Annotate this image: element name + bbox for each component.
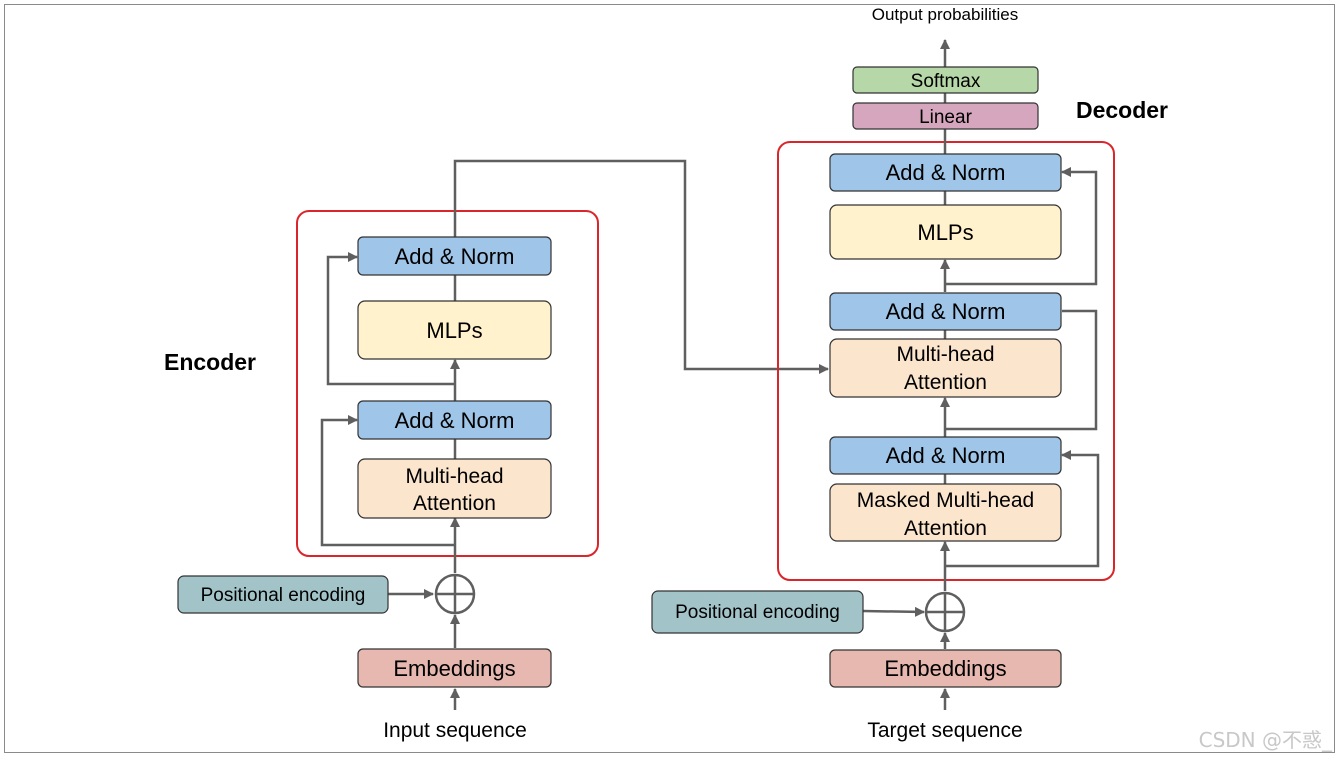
decoder-cross-attention-label-line1: Multi-head (896, 343, 994, 366)
encoder-positional-label: Positional encoding (201, 585, 366, 606)
decoder-positional-box (651, 590, 864, 634)
encoder-attention-label-line1: Multi-head (405, 465, 503, 488)
encoder-embeddings-label: Embeddings (393, 656, 515, 681)
decoder-linear-label: Linear (919, 107, 972, 128)
watermark: CSDN @不惑_ (1198, 728, 1332, 752)
encoder-mlps-box (357, 300, 552, 360)
decoder-add-norm-middle-box (829, 292, 1062, 331)
decoder-title: Decoder (1076, 97, 1168, 123)
encoder-attention-box (357, 458, 552, 519)
encoder-title: Encoder (164, 349, 256, 375)
decoder: Decoder Softmax Linear Add & Norm (651, 5, 1168, 742)
encoder-input-label: Input sequence (383, 719, 527, 742)
diagram-frame (4, 4, 1335, 753)
decoder-softmax-box (852, 66, 1039, 94)
decoder-residual-3 (945, 167, 1098, 286)
encoder-add-norm-top-box (357, 236, 552, 276)
decoder-residual-1 (945, 450, 1100, 568)
decoder-add-norm-middle-label: Add & Norm (886, 299, 1006, 324)
encoder-module-border (296, 210, 599, 557)
decoder-linear-box (852, 102, 1039, 130)
decoder-mlps-box (829, 204, 1062, 260)
decoder-input-label: Target sequence (867, 719, 1022, 742)
decoder-masked-attention-label-line2: Attention (904, 517, 987, 540)
decoder-masked-attention-label-line1: Masked Multi-head (857, 489, 1034, 512)
decoder-embeddings-label: Embeddings (884, 656, 1006, 681)
decoder-cross-attention-box (829, 338, 1062, 398)
decoder-residual-2 (945, 309, 1098, 431)
encoder-add-norm-top-label: Add & Norm (395, 244, 515, 269)
decoder-cross-attention-label-line2: Attention (904, 371, 987, 394)
decoder-add-norm-bottom-box (829, 436, 1062, 475)
encoder-add-norm-bottom-box (357, 400, 552, 440)
encoder: Encoder Add & Norm MLPs Add & Norm Multi… (164, 159, 829, 742)
decoder-masked-attention-box (829, 483, 1062, 542)
encoder-positional-box (177, 575, 389, 614)
decoder-plus-icon (924, 591, 966, 633)
encoder-to-decoder-connection (453, 159, 829, 374)
encoder-mlps-label: MLPs (426, 318, 482, 343)
encoder-add-norm-bottom-label: Add & Norm (395, 408, 515, 433)
encoder-plus-icon (434, 573, 476, 615)
encoder-residual-1 (320, 415, 455, 547)
decoder-add-norm-top-box (829, 153, 1062, 192)
encoder-embeddings-box (357, 648, 552, 688)
decoder-mlps-label: MLPs (917, 220, 973, 245)
decoder-output-label: Output probabilities (872, 5, 1018, 24)
decoder-positional-label: Positional encoding (675, 602, 840, 623)
decoder-add-norm-top-label: Add & Norm (886, 160, 1006, 185)
decoder-softmax-label: Softmax (911, 71, 981, 92)
decoder-add-norm-bottom-label: Add & Norm (886, 443, 1006, 468)
decoder-pos-to-plus-arrow (862, 606, 925, 617)
encoder-attention-label-line2: Attention (413, 492, 496, 515)
encoder-residual-2 (326, 252, 455, 386)
decoder-embeddings-box (829, 649, 1062, 688)
